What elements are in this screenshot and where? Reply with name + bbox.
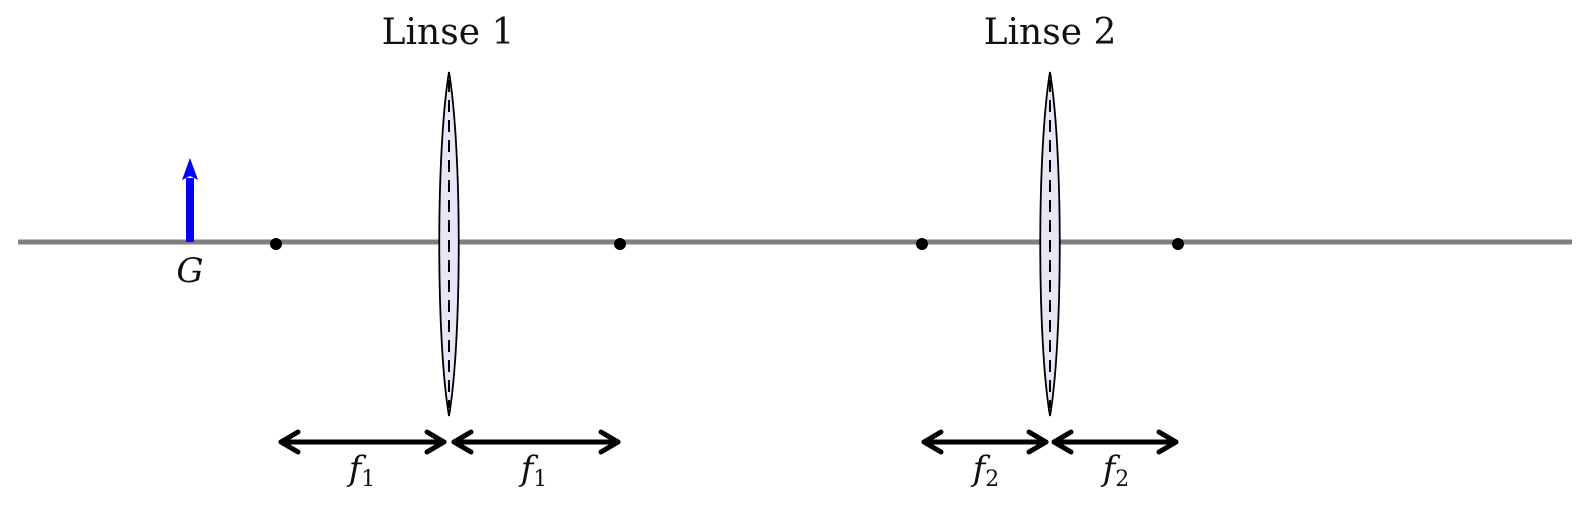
focal-label-lens-1-right: f1 [518,449,548,492]
focal-label-lens-1-left: f1 [346,449,376,492]
focal-length-arrow-lens-2-right [1051,429,1179,455]
lens-1 [438,71,460,417]
lens-2-title: Linse 2 [984,12,1117,53]
object-label: G [176,251,203,291]
focal-length-arrow-lens-2-left [921,429,1049,455]
focal-point-lens-1-left [270,238,282,250]
object-arrow [182,158,198,242]
lens-1-title: Linse 1 [382,12,515,53]
lens-2 [1039,71,1061,417]
focal-point-lens-1-right [614,238,626,250]
focal-label-lens-2-right: f2 [1100,449,1130,492]
focal-point-lens-2-right [1172,238,1184,250]
focal-label-lens-2-left: f2 [970,449,1000,492]
focal-length-arrow-lens-1-right [451,429,621,455]
focal-length-arrow-lens-1-left [278,429,447,455]
focal-point-lens-2-left [916,238,928,250]
